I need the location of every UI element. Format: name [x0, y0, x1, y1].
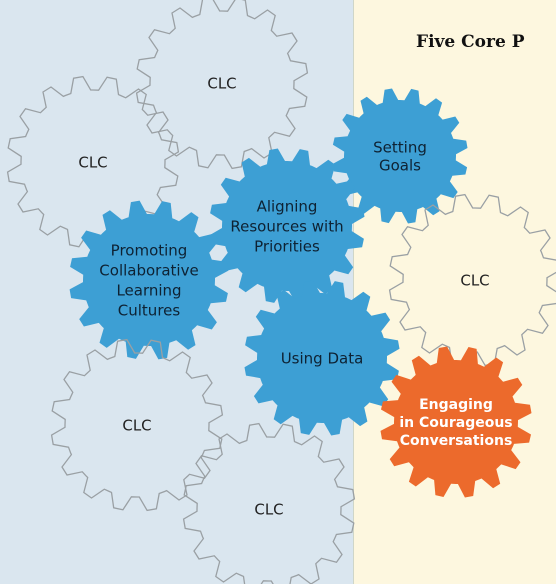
- gear-clc-bottom-left: CLC: [50, 338, 224, 512]
- gear-label-aligning-resources-line-1: Resources with: [230, 217, 343, 235]
- gear-label-aligning-resources-line-0: Aligning: [257, 197, 318, 215]
- gear-label-clc-mid-right-line-0: CLC: [460, 271, 489, 289]
- gear-label-promoting-cultures-line-3: Cultures: [118, 301, 181, 319]
- gear-label-clc-left-line-0: CLC: [78, 153, 107, 171]
- gear-shape-clc-top: [135, 0, 309, 170]
- gear-label-clc-top-line-0: CLC: [207, 74, 236, 92]
- gear-shape-clc-bottom: [182, 422, 356, 584]
- gear-label-promoting-cultures-line-0: Promoting: [111, 241, 188, 259]
- gear-shape-using-data: [244, 280, 400, 436]
- gear-label-promoting-cultures-line-2: Learning: [116, 281, 181, 299]
- gear-label-clc-bottom-left-line-0: CLC: [122, 416, 151, 434]
- gear-shape-setting-goals: [332, 88, 468, 224]
- gear-label-setting-goals-line-1: Goals: [379, 156, 421, 174]
- gear-label-setting-goals-line-0: Setting: [373, 138, 427, 156]
- gear-clc-bottom: CLC: [182, 422, 356, 584]
- panel-divider: [353, 0, 354, 584]
- gear-label-courageous-conversations-line-1: in Courageous: [399, 415, 512, 431]
- gear-shape-aligning-resources: [209, 148, 365, 304]
- gear-shape-promoting-cultures: [69, 200, 229, 360]
- gear-shape-courageous-conversations: [380, 346, 532, 498]
- gear-shape-clc-bottom-left: [50, 338, 224, 512]
- gear-label-courageous-conversations-line-2: Conversations: [400, 433, 513, 449]
- gear-using-data: Using Data: [244, 280, 400, 436]
- gear-clc-top: CLC: [135, 0, 309, 170]
- gear-label-clc-bottom-line-0: CLC: [254, 500, 283, 518]
- gear-label-courageous-conversations-line-0: Engaging: [419, 397, 493, 413]
- gear-label-promoting-cultures-line-1: Collaborative: [99, 261, 198, 279]
- page-heading: Five Core P: [416, 32, 525, 52]
- gear-label-using-data-line-0: Using Data: [281, 349, 364, 367]
- gear-label-aligning-resources-line-2: Priorities: [254, 237, 320, 255]
